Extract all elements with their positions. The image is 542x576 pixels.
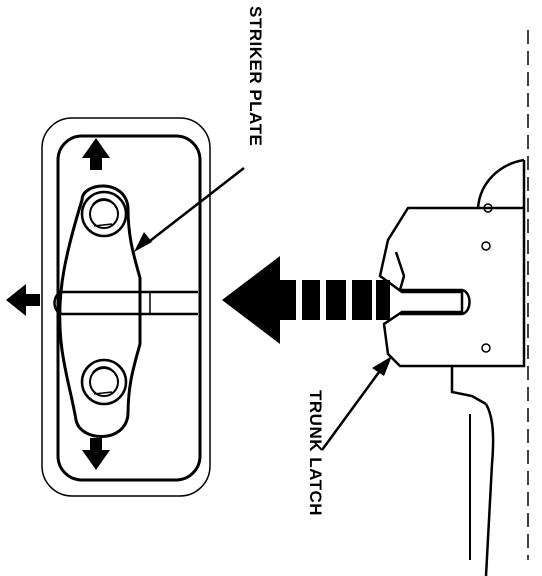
dashed-arrow-left-icon	[222, 256, 390, 344]
striker-loop	[53, 290, 198, 316]
bolt-lower	[80, 358, 128, 406]
striker-plate-body	[58, 184, 142, 438]
arrow-down-icon	[82, 438, 110, 470]
arrow-left-icon	[6, 284, 40, 316]
striker-plate-label: STRIKER PLATE	[246, 6, 265, 147]
trunk-latch-label: TRUNK LATCH	[306, 390, 325, 517]
trunk-latch-leader	[320, 356, 392, 451]
trunk-latch	[378, 158, 526, 576]
bolt-upper	[80, 190, 128, 238]
striker-plate-leader	[134, 167, 245, 252]
latch-mounting-holes	[481, 203, 493, 353]
striker-plate-frame	[41, 117, 211, 497]
arrow-up-icon	[82, 138, 110, 170]
